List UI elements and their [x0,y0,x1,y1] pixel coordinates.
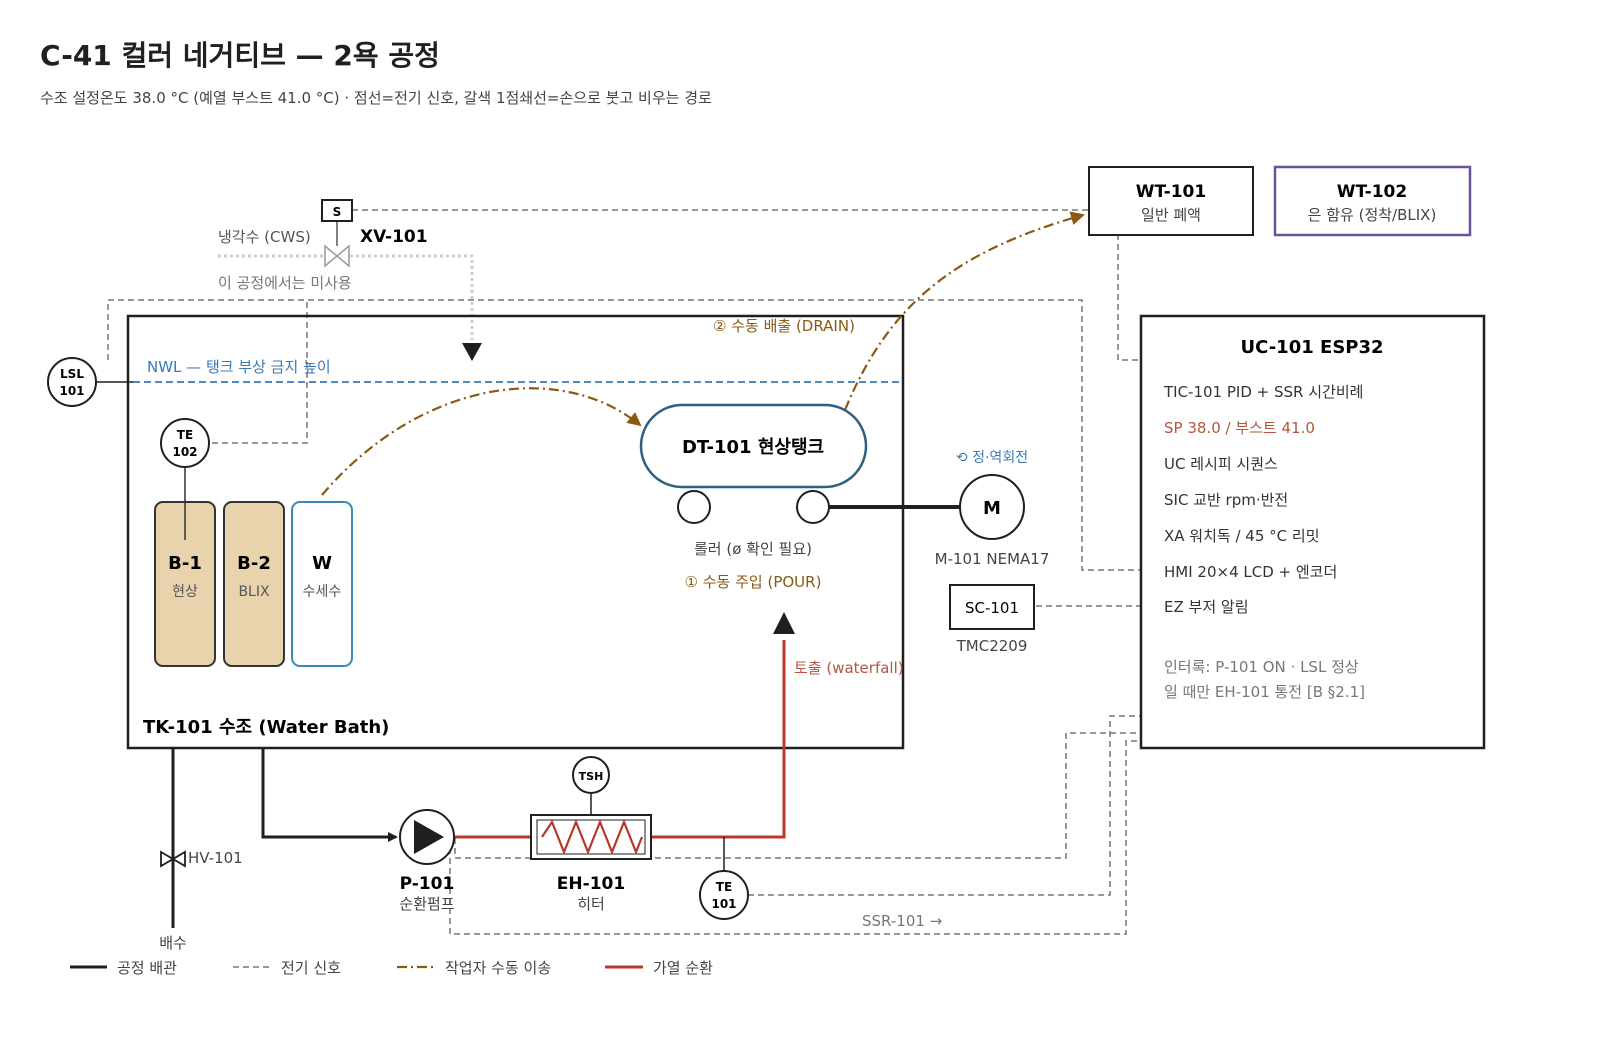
bottle-b2-desc: BLIX [238,584,270,600]
pump-tag: P-101 [400,874,455,894]
controller-line-4: XA 워치독 / 45 °C 리밋 [1164,527,1320,545]
driver-sc101[interactable]: SC-101 [949,584,1035,630]
tank-label: TK-101 수조 (Water Bath) [143,717,389,738]
interlock-line-1: 인터록: P-101 ON · LSL 정상 [1164,658,1359,676]
lsl-line1: LSL [60,367,84,381]
manual-pour-path [321,387,642,496]
controller-title: UC-101 ESP32 [1240,337,1383,358]
valve-xv101-icon[interactable] [324,244,350,268]
driver-tag: SC-101 [965,599,1019,617]
motor-m101[interactable]: M [959,474,1025,540]
heat-loop-pipe [455,640,786,839]
bottle-wash-tag: W [312,553,332,574]
wt102-tag: WT-102 [1337,182,1407,202]
interlock-line-2: 일 때만 EH-101 통전 [B §2.1] [1164,683,1365,701]
heater-tag: EH-101 [557,874,625,894]
water-bath-tk101: NWL — 탱크 부상 금지 높이 TK-101 수조 (Water Bath)… [126,314,905,750]
legend: 공정 배관 전기 신호 작업자 수동 이송 가열 순환 [70,959,713,977]
nwl-label: NWL — 탱크 부상 금지 높이 [147,358,331,376]
signal-ssr [449,740,1140,935]
legend-label-heat: 가열 순환 [653,959,713,977]
drain-label: ② 수동 배출 (DRAIN) [713,317,855,335]
motor-rotation: ⟲ 정·역회전 [956,450,1028,466]
bottle-wash[interactable]: W 수세수 [291,501,353,667]
roller-right [796,490,830,524]
pour-label: ① 수동 주입 (POUR) [685,573,822,591]
dev-tank-dt101[interactable]: DT-101 현상탱크 [639,403,868,489]
te-101-instrument[interactable]: TE 101 [699,837,749,920]
heater-eh101[interactable] [530,814,652,860]
waste-tank-wt102: WT-102 은 함유 (정착/BLIX) [1273,165,1472,237]
manual-drain-path [843,211,1085,411]
waterfall-arrow-icon [773,612,795,634]
controller-uc101: UC-101 ESP32 TIC-101 PID + SSR 시간비례 SP 3… [1139,314,1486,750]
heater-coil-icon [541,819,644,855]
roller-label: 롤러 (ø 확인 필요) [694,540,812,558]
controller-line-6: EZ 부저 알림 [1164,598,1249,616]
te101-line2: 101 [711,897,736,911]
controller-line-5: HMI 20×4 LCD + 엔코더 [1164,563,1337,581]
tsh-instrument[interactable]: TSH [572,756,610,815]
controller-line-3: SIC 교반 rpm·반전 [1164,491,1288,509]
wt101-desc: 일반 폐액 [1141,206,1201,224]
solenoid-box[interactable] [321,199,353,222]
page-subtitle: 수조 설정온도 38.0 °C (예열 부스트 41.0 °C) · 점선=전기… [40,89,712,107]
signal-lsl [107,299,1140,571]
signal-te101 [748,715,1140,896]
bottle-b2-tag: B-2 [237,553,271,574]
signal-lines [107,209,1140,935]
controller-line-1: SP 38.0 / 부스트 41.0 [1164,419,1315,437]
signal-xv101 [352,209,1140,361]
legend-label-signal: 전기 신호 [281,959,341,977]
page-title: C-41 컬러 네거티브 — 2욕 공정 [40,39,440,72]
te102-line2: 102 [172,445,197,459]
pump-impeller-icon [414,820,444,854]
waste-tank-wt101: WT-101 일반 폐액 [1088,166,1254,236]
te102-line1: TE [177,428,193,442]
cooling-note: 이 공정에서는 미사용 [218,274,352,292]
pump-p101[interactable] [399,809,455,865]
solenoid-label: S [333,205,342,219]
waterfall-label: 토출 (waterfall) [794,659,904,677]
pump-desc: 순환펌프 [399,895,454,913]
bottle-b1-desc: 현상 [172,584,198,600]
te101-line1: TE [716,880,732,894]
motor-tag: M-101 NEMA17 [935,550,1050,568]
bottle-b1-tag: B-1 [168,553,202,574]
bottle-b2[interactable]: B-2 BLIX [223,501,285,667]
te-102-instrument[interactable]: TE 102 [160,418,210,540]
motor-symbol: M [983,498,1001,519]
controller-line-0: TIC-101 PID + SSR 시간비례 [1163,383,1363,401]
heater-desc: 히터 [577,895,605,913]
roller-left [677,490,711,524]
ssr-label: SSR-101 → [862,912,942,930]
dev-tank-label: DT-101 현상탱크 [682,437,824,458]
lsl-line2: 101 [59,384,84,398]
wt101-tag: WT-101 [1136,182,1206,202]
controller-line-2: UC 레시피 시퀀스 [1164,455,1278,473]
valve-xv101-tag: XV-101 [360,227,428,247]
wt102-desc: 은 함유 (정착/BLIX) [1308,206,1437,224]
signal-te102 [212,300,308,444]
legend-label-manual: 작업자 수동 이송 [445,959,551,977]
signal-p101 [454,732,1140,859]
driver-desc: TMC2209 [956,637,1028,655]
hv101-tag: HV-101 [188,849,243,867]
cooling-water-line: 냉각수 (CWS) 이 공정에서는 미사용 S XV-101 [218,199,482,361]
tsh-label: TSH [579,770,604,783]
cooling-arrow-icon [462,343,482,361]
legend-label-process: 공정 배관 [117,959,177,977]
cooling-label: 냉각수 (CWS) [218,228,311,246]
drain-outlet-label: 배수 [159,934,187,952]
suction-pipe [261,748,398,842]
bottle-wash-desc: 수세수 [303,584,342,600]
valve-hv101-icon[interactable] [160,850,186,868]
lsl-101-instrument[interactable]: LSL 101 [47,357,133,407]
